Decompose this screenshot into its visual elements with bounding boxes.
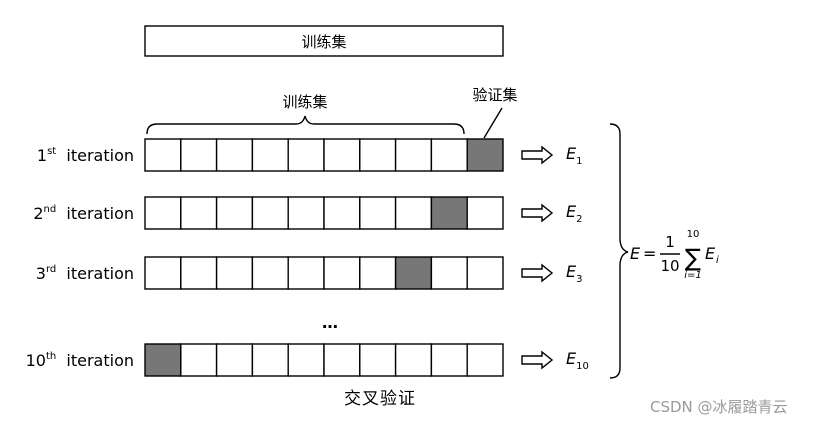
training-folds-brace: [146, 115, 465, 135]
training-fold-cell: [359, 343, 397, 377]
training-fold-cell: [287, 196, 325, 230]
training-fold-cell: [466, 256, 504, 290]
validation-set-label: 验证集: [472, 86, 517, 104]
training-fold-cell: [430, 138, 468, 172]
iteration-number: 10: [26, 351, 46, 370]
error-subscript: 1: [576, 156, 582, 167]
validation-fold-cell: [466, 138, 504, 172]
training-fold-cell: [430, 343, 468, 377]
formula-numerator: 1: [665, 233, 675, 251]
training-fold-cell: [394, 343, 433, 377]
training-fold-cell: [466, 196, 504, 230]
fold-error-label: E1: [566, 144, 582, 167]
training-fold-cell: [430, 256, 468, 290]
watermark: CSDN @冰履踏青云: [650, 398, 788, 416]
ellipsis: …: [322, 313, 338, 332]
iteration-label: 1st iteration: [37, 146, 134, 165]
training-fold-cell: [394, 138, 433, 172]
training-fold-cell: [251, 343, 289, 377]
iteration-label: 2nd iteration: [33, 204, 134, 223]
error-subscript: 10: [576, 361, 589, 372]
iteration-label: 10th iteration: [26, 351, 134, 370]
training-fold-cell: [180, 256, 218, 290]
training-fold-cell: [287, 343, 325, 377]
iteration-ordinal-suffix: st: [47, 146, 56, 157]
iteration-word: iteration: [56, 351, 134, 370]
formula-denominator: 10: [660, 257, 679, 275]
error-symbol: E: [566, 144, 577, 163]
error-symbol: E: [566, 202, 577, 221]
full-training-set-bar: [144, 25, 504, 57]
fold-error-label: E10: [566, 349, 589, 372]
training-fold-cell: [251, 196, 289, 230]
training-fold-cell: [251, 138, 289, 172]
iteration-word: iteration: [56, 264, 134, 283]
error-subscript: 3: [576, 274, 582, 285]
training-fold-cell: [215, 256, 254, 290]
formula-equals: =: [643, 244, 656, 263]
iteration-word: iteration: [56, 204, 134, 223]
training-fold-cell: [251, 256, 289, 290]
formula-term-sub: i: [716, 255, 719, 266]
error-symbol: E: [566, 262, 577, 281]
iteration-word: iteration: [56, 146, 134, 165]
training-fold-cell: [215, 196, 254, 230]
training-fold-cell: [394, 196, 433, 230]
fold-error-label: E3: [566, 262, 582, 285]
iteration-ordinal-suffix: th: [46, 351, 56, 362]
full-training-set-label: 训练集: [301, 33, 346, 51]
training-fold-cell: [359, 256, 397, 290]
training-fold-cell: [215, 343, 254, 377]
formula-sum-sign: ∑: [685, 244, 701, 272]
training-fold-cell: [287, 138, 325, 172]
validation-fold-cell: [394, 256, 433, 290]
formula-sum-upper: 10: [687, 229, 700, 240]
errors-bracket: [609, 123, 629, 379]
result-arrow-icon: [521, 203, 554, 223]
formula-sum-lower: i=1: [684, 270, 702, 281]
fold-error-label: E2: [566, 202, 582, 225]
iteration-number: 2: [33, 204, 43, 223]
validation-pointer-line: [483, 107, 503, 139]
result-arrow-icon: [521, 145, 554, 165]
training-fold-cell: [144, 256, 182, 290]
diagram-caption: 交叉验证: [344, 389, 416, 409]
training-fold-cell: [323, 138, 361, 172]
error-subscript: 2: [576, 214, 582, 225]
training-fold-cell: [359, 138, 397, 172]
training-fold-cell: [144, 196, 182, 230]
training-folds-label: 训练集: [282, 93, 327, 111]
training-fold-cell: [359, 196, 397, 230]
result-arrow-icon: [521, 263, 554, 283]
training-fold-cell: [287, 256, 325, 290]
training-fold-cell: [215, 138, 254, 172]
average-error-formula: E = 1 10 10 ∑ i=1 E i: [630, 229, 719, 281]
validation-fold-cell: [430, 196, 468, 230]
training-fold-cell: [180, 343, 218, 377]
iteration-ordinal-suffix: rd: [46, 264, 56, 275]
formula-lhs: E: [630, 244, 641, 263]
training-fold-cell: [144, 138, 182, 172]
error-symbol: E: [566, 349, 577, 368]
training-fold-cell: [323, 196, 361, 230]
result-arrow-icon: [521, 350, 554, 370]
training-fold-cell: [323, 343, 361, 377]
training-fold-cell: [180, 196, 218, 230]
validation-fold-cell: [144, 343, 182, 377]
training-fold-cell: [466, 343, 504, 377]
iteration-ordinal-suffix: nd: [44, 204, 57, 215]
training-fold-cell: [180, 138, 218, 172]
iteration-number: 1: [37, 146, 47, 165]
training-fold-cell: [323, 256, 361, 290]
iteration-label: 3rd iteration: [36, 264, 134, 283]
formula-term: E: [705, 244, 716, 263]
iteration-number: 3: [36, 264, 46, 283]
